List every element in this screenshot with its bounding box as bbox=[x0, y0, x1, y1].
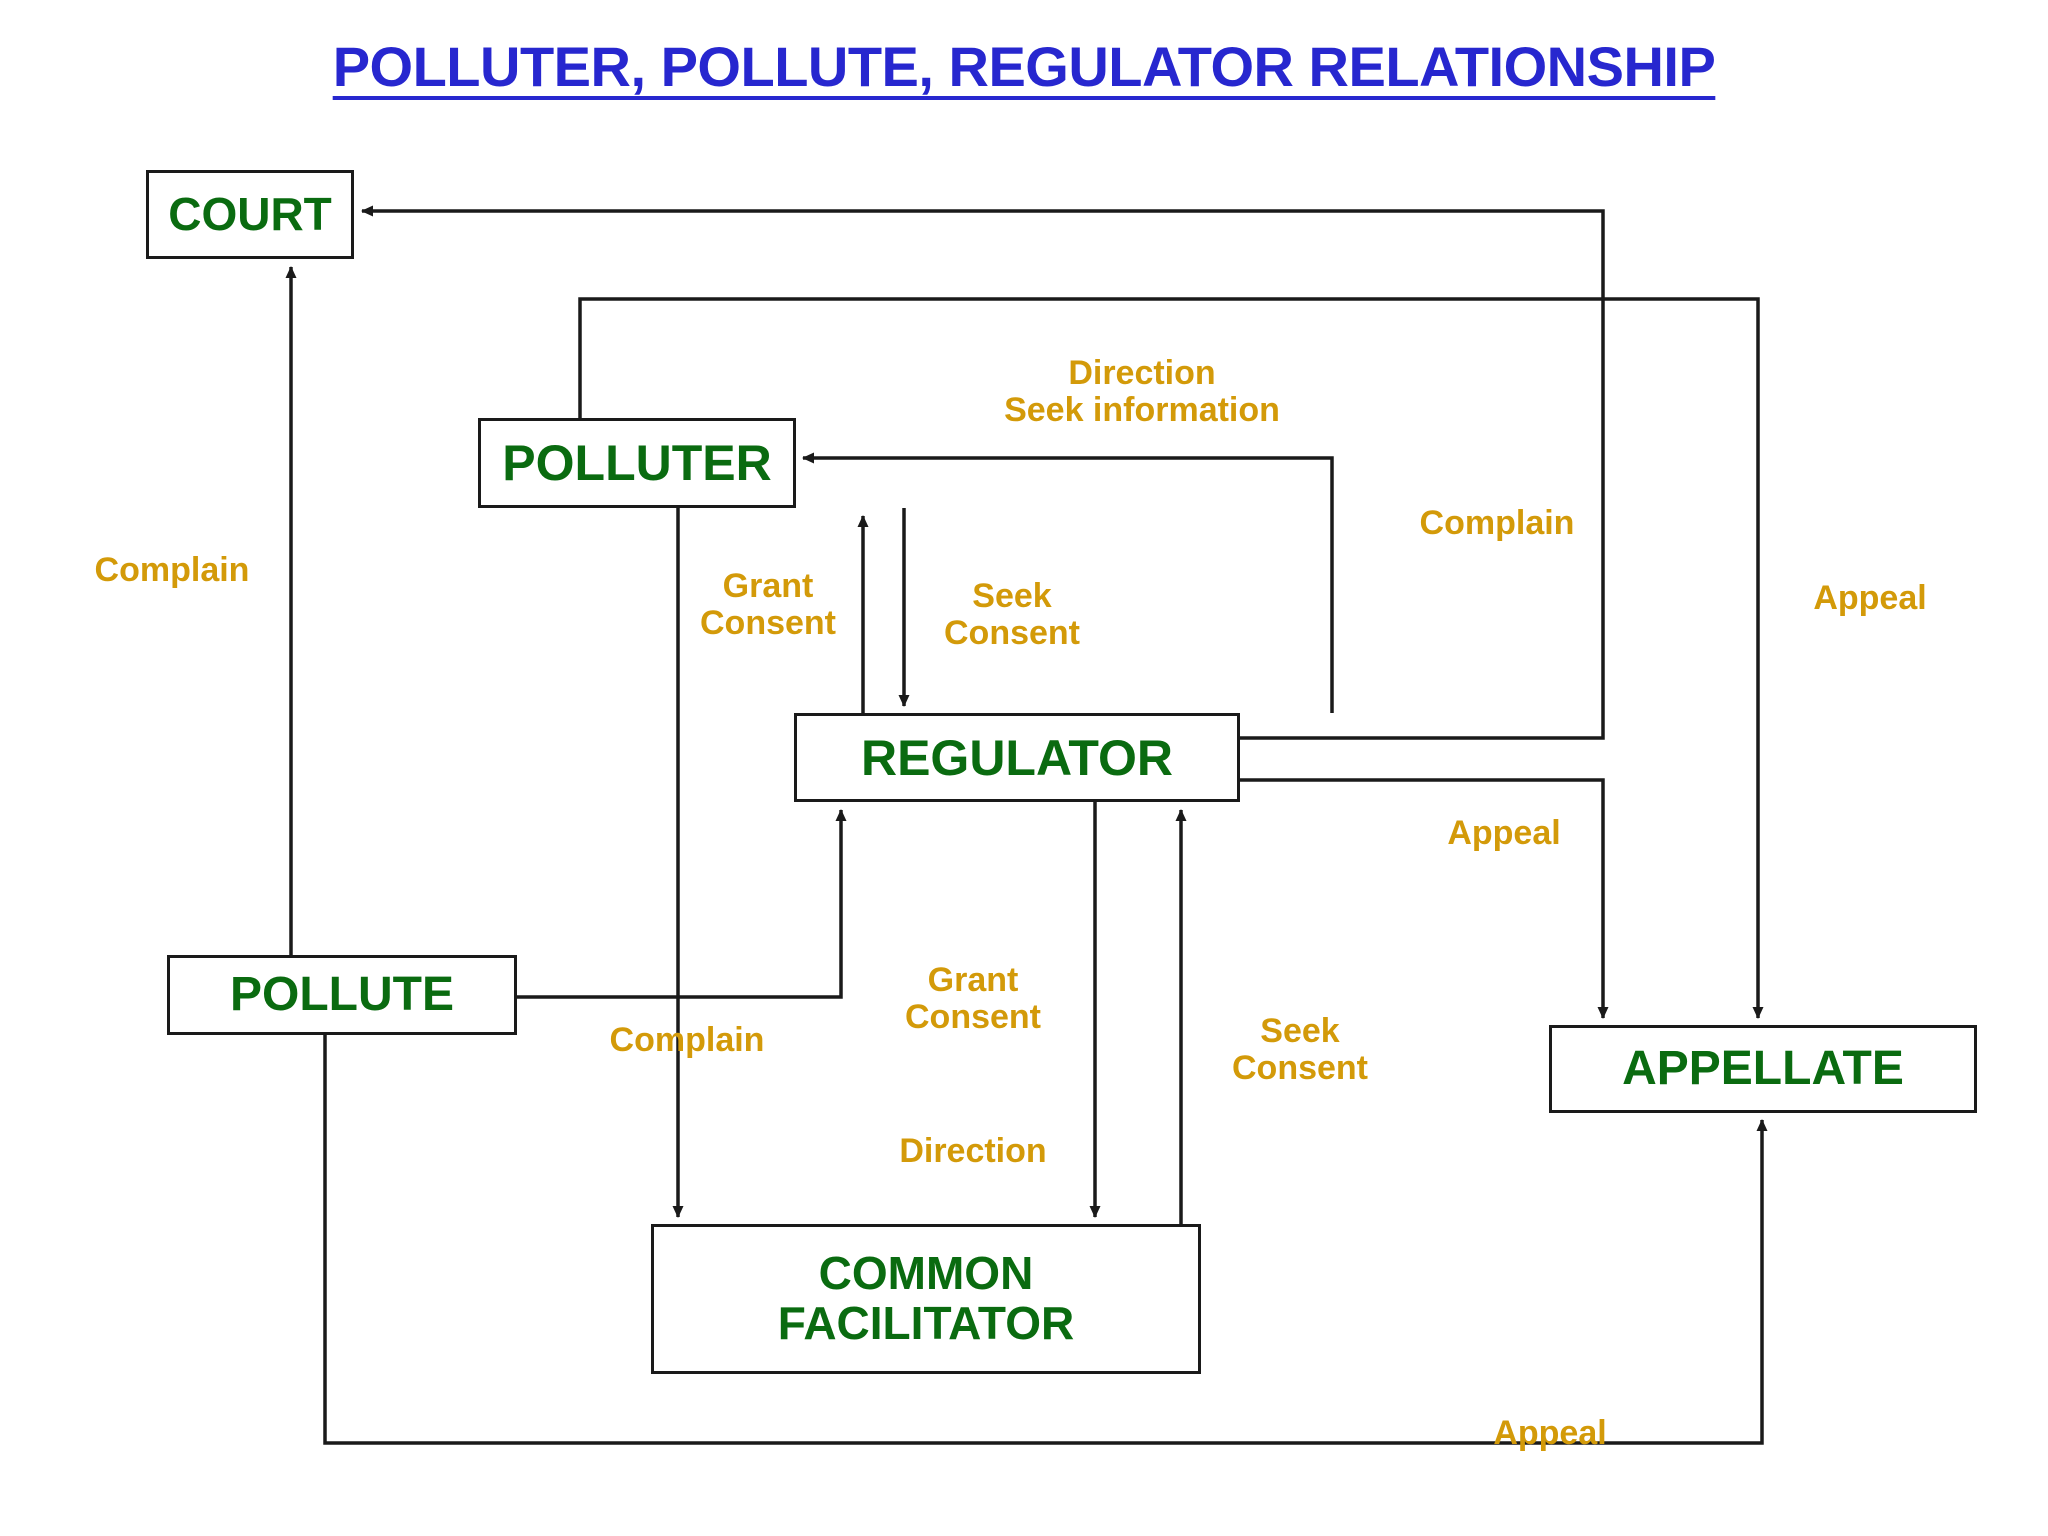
edge-label-complain-pollute: Complain bbox=[609, 1021, 765, 1059]
node-pollute-label: POLLUTE bbox=[230, 968, 454, 1022]
edge-pollute-complain-to-regulator bbox=[517, 809, 847, 999]
edge-label-complain-left: Complain bbox=[94, 551, 250, 589]
node-court[interactable]: COURT bbox=[146, 170, 354, 259]
edge-label-grant-consent-polluter: Grant Consent bbox=[700, 567, 836, 643]
node-court-label: COURT bbox=[168, 187, 332, 240]
edge-label-direction-facilitator: Direction bbox=[899, 1132, 1047, 1170]
edge-polluter-appeal-to-appellate bbox=[578, 297, 1764, 1019]
edge-label-appeal-far-right: Appeal bbox=[1813, 579, 1927, 617]
edge-regulator-complain-to-court bbox=[361, 205, 1605, 740]
node-regulator[interactable]: REGULATOR bbox=[794, 713, 1240, 802]
edge-regulator-appeal-to-appellate bbox=[1240, 778, 1609, 1019]
edge-label-seek-consent-polluter: Seek Consent bbox=[944, 577, 1080, 653]
node-polluter[interactable]: POLLUTER bbox=[478, 418, 796, 508]
node-common-facilitator[interactable]: COMMON FACILITATOR bbox=[651, 1224, 1201, 1374]
page-title: POLLUTER, POLLUTE, REGULATOR RELATIONSHI… bbox=[332, 35, 1716, 98]
edge-label-seek-consent-facilitator: Seek Consent bbox=[1232, 1012, 1368, 1088]
node-pollute[interactable]: POLLUTE bbox=[167, 955, 517, 1035]
edge-pollute-appeal-to-appellate bbox=[323, 1035, 1768, 1445]
edge-regulator-direction-to-polluter bbox=[802, 452, 1334, 713]
node-appellate[interactable]: APPELLATE bbox=[1549, 1025, 1977, 1113]
edge-label-grant-consent-facilitator: Grant Consent bbox=[905, 961, 1041, 1037]
edge-label-complain-right-top: Complain bbox=[1419, 504, 1575, 542]
edge-label-appeal-bottom: Appeal bbox=[1493, 1414, 1607, 1452]
edge-label-direction-seek-information: Direction Seek information bbox=[1004, 354, 1280, 430]
node-regulator-label: REGULATOR bbox=[860, 729, 1174, 786]
node-appellate-label: APPELLATE bbox=[1622, 1042, 1904, 1096]
node-common-facilitator-label: COMMON FACILITATOR bbox=[777, 1247, 1075, 1349]
edge-label-appeal-regulator: Appeal bbox=[1447, 814, 1561, 852]
node-polluter-label: POLLUTER bbox=[502, 435, 772, 491]
